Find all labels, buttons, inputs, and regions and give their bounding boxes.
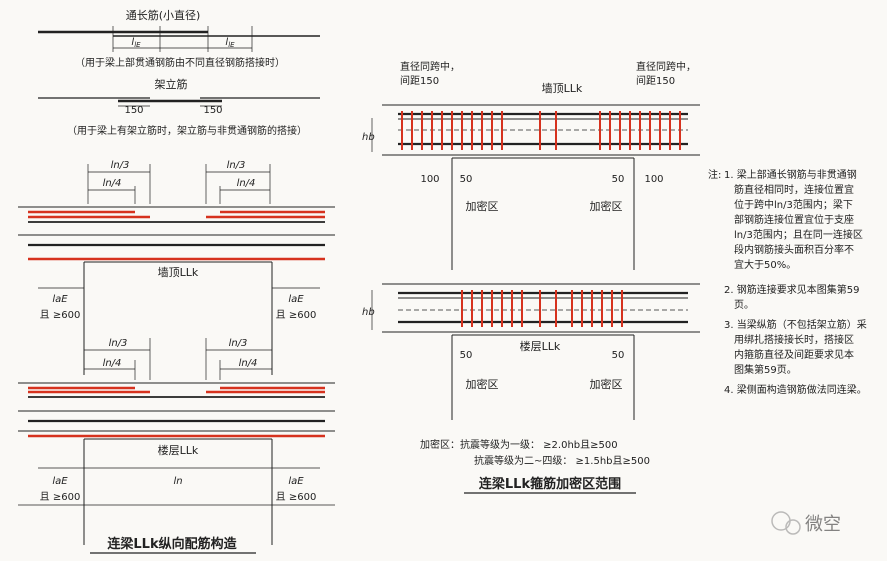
lower-ln: ln: [173, 476, 182, 487]
hb-top: hb: [362, 132, 375, 143]
lap-length-label-2: llE: [225, 37, 235, 49]
upper-ge600-left: 且 ≥600: [40, 309, 81, 321]
erection-bar-label: 架立筋: [155, 77, 188, 91]
note-line: 2. 钢筋连接要求见本图集第59: [724, 283, 859, 296]
upper-ln3-right: ln/3: [227, 160, 246, 171]
upper-beam-label: 墙顶LLk: [158, 265, 199, 279]
lap-length-label-1: llE: [131, 37, 141, 49]
dim-50-lower-left: 50: [460, 350, 473, 361]
through-bar-detail: 通长筋(小直径) llE llE （用于梁上部贯通钢筋由不同直径钢筋搭接时）: [38, 8, 320, 69]
note-line: 位于跨中ln/3范围内；梁下: [734, 198, 853, 211]
dim-50-left: 50: [460, 174, 473, 185]
note-line: ln/3范围内；且在同一连接区: [734, 228, 863, 241]
upper-lae-right: laE: [288, 294, 304, 305]
note-line: 段内钢筋接头面积百分率不: [734, 243, 854, 256]
upper-beam: ln/3 ln/4 ln/3 ln/4 墙顶LLk laE 且 ≥600 laE…: [18, 160, 335, 375]
lower-lae-left: laE: [52, 476, 68, 487]
upper-ln3-left: ln/3: [111, 160, 130, 171]
dim-100-right: 100: [644, 174, 663, 185]
right-panel-title: 连梁LLk箍筋加密区范围: [479, 476, 621, 492]
lower-ge600-right: 且 ≥600: [276, 491, 317, 503]
dim-150-left: 150: [124, 105, 143, 116]
lower-ge600-left: 且 ≥600: [40, 491, 81, 503]
mid-dimensions: ln/3 ln/4 ln/3 ln/4: [84, 338, 272, 380]
dense-zone-top-right: 加密区: [590, 199, 623, 213]
note-line: 宜大于50%。: [734, 258, 796, 271]
watermark: 微空: [771, 511, 841, 535]
watermark-text: 微空: [805, 514, 841, 535]
floor-beam-label: 楼层LLk: [520, 339, 561, 353]
dim-150-right: 150: [203, 105, 222, 116]
note-line: 用绑扎搭接接长时，搭接区: [734, 333, 854, 346]
upper-ln4-left: ln/4: [103, 178, 122, 189]
stirrup-diagram: 直径同跨中， 间距150 直径同跨中， 间距150 墙顶LLk hb: [362, 60, 700, 494]
lower-lae-right: laE: [288, 476, 304, 487]
note-line: 图集第59页。: [734, 363, 797, 376]
dim-50-right: 50: [612, 174, 625, 185]
hb-bottom: hb: [362, 307, 375, 318]
lower-beam-label: 楼层LLk: [158, 443, 199, 457]
spacing-right: 间距150: [636, 74, 675, 87]
dense-zone-bottom-right: 加密区: [590, 377, 623, 391]
spacing-left: 间距150: [400, 74, 439, 87]
wechat-icon: [771, 511, 791, 531]
left-panel-title: 连梁LLk纵向配筋构造: [107, 536, 237, 552]
note-line: 4. 梁侧面构造钢筋做法同连梁。: [724, 383, 867, 396]
upper-ge600-right: 且 ≥600: [276, 309, 317, 321]
dim-50-lower-right: 50: [612, 350, 625, 361]
erection-bar-note: （用于梁上有架立筋时，架立筋与非贯通钢筋的搭接）: [67, 124, 307, 137]
top-beam-label: 墙顶LLk: [542, 81, 583, 95]
dense-note-1: 加密区：抗震等级为一级： ≥2.0hb且≥500: [420, 438, 618, 451]
upper-lae-left: laE: [52, 294, 68, 305]
lower-ln4-left: ln/4: [103, 358, 122, 369]
dense-note-2: 抗震等级为二~四级： ≥1.5hb且≥500: [474, 454, 650, 467]
lower-ln4-right: ln/4: [239, 358, 258, 369]
dense-zone-bottom-left: 加密区: [466, 377, 499, 391]
dim-100-left: 100: [420, 174, 439, 185]
lower-beam: 楼层LLk laE 且 ≥600 ln laE 且 ≥600: [18, 382, 335, 545]
erection-bar-detail: 架立筋 150 150 （用于梁上有架立筋时，架立筋与非贯通钢筋的搭接）: [38, 77, 320, 137]
note-line: 页。: [734, 299, 754, 311]
same-dia-left: 直径同跨中，: [400, 60, 460, 73]
notes-block: 注: 1. 梁上部通长钢筋与非贯通钢 筋直径相同时，连接位置宜 位于跨中ln/3…: [708, 168, 867, 396]
lower-ln3-left: ln/3: [109, 338, 128, 349]
through-bar-label: 通长筋(小直径): [126, 8, 201, 22]
through-bar-note: （用于梁上部贯通钢筋由不同直径钢筋搭接时）: [75, 56, 285, 69]
lower-ln3-right: ln/3: [229, 338, 248, 349]
note-line: 内箍筋直径及间距要求见本: [734, 348, 854, 361]
note-line: 1. 梁上部通长钢筋与非贯通钢: [724, 168, 857, 181]
note-line: 部钢筋连接位置宜位于支座: [734, 213, 854, 226]
dense-zone-top-left: 加密区: [466, 199, 499, 213]
notes-header: 注:: [708, 168, 721, 181]
note-line: 筋直径相同时，连接位置宜: [734, 183, 854, 196]
note-line: 3. 当梁纵筋（不包括架立筋）采: [724, 318, 867, 331]
same-dia-right: 直径同跨中，: [636, 60, 696, 73]
upper-ln4-right: ln/4: [237, 178, 256, 189]
